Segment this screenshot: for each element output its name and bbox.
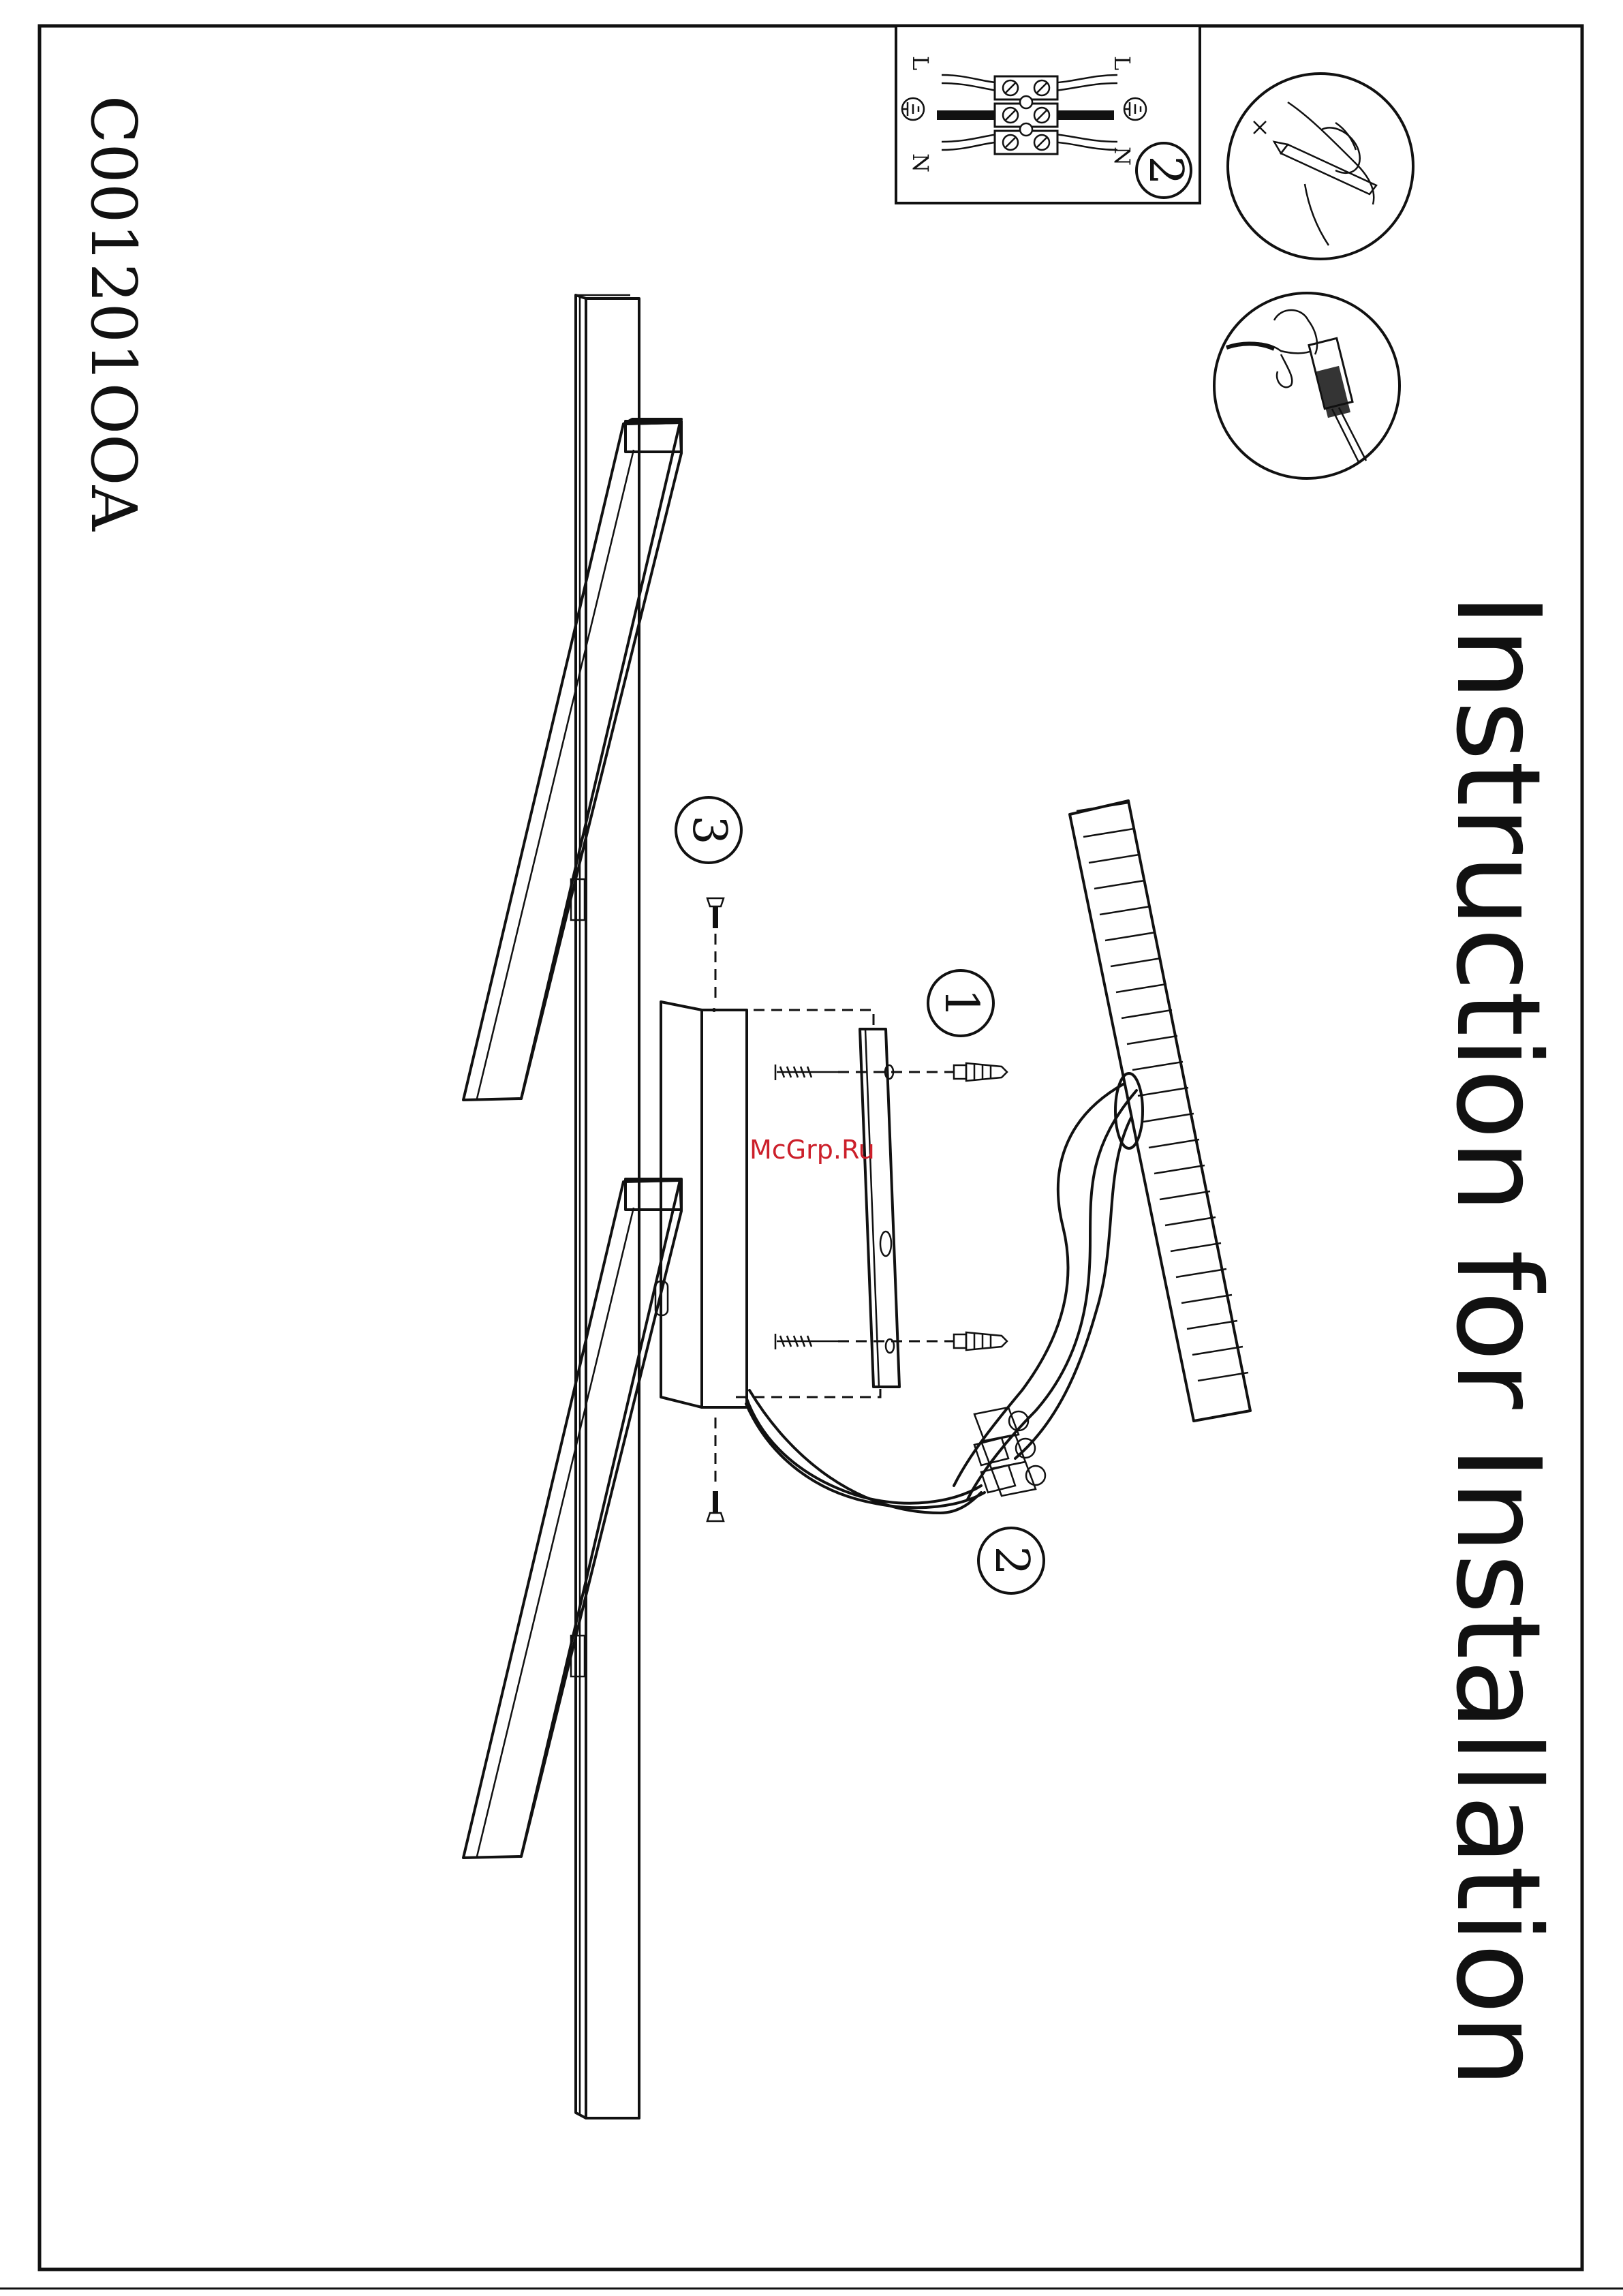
angled-light-bar-upper — [463, 419, 681, 1100]
svg-text:1: 1 — [934, 988, 988, 1017]
step-badge-1: 1 — [928, 970, 993, 1036]
lamp-canopy — [655, 1002, 747, 1407]
terminal-block-icon — [995, 76, 1057, 154]
watermark: McGrp.Ru — [749, 1135, 875, 1165]
wire-connectors — [974, 1407, 1045, 1496]
ceiling-mount-icon — [1070, 801, 1250, 1421]
angled-light-bar-lower — [463, 1179, 681, 1858]
wiring-diagram: L L N N 2 — [896, 26, 1200, 203]
canopy-screw-bottom — [707, 1491, 724, 1521]
step-badge-3: 3 — [676, 797, 741, 863]
svg-text:2: 2 — [1139, 155, 1192, 185]
page-title: Instruction for Installation — [1430, 593, 1565, 2087]
plug-safety-icon — [1214, 293, 1400, 478]
svg-text:3: 3 — [682, 815, 736, 844]
svg-text:2: 2 — [985, 1546, 1038, 1575]
wall-plugs — [954, 1063, 1007, 1350]
mounting-bracket — [860, 1029, 899, 1387]
main-light-bar — [576, 295, 639, 2118]
wire-label-neutral-left: N — [908, 153, 933, 172]
wire-label-neutral-right: N — [1109, 147, 1135, 166]
wire-label-live-left: L — [908, 56, 933, 70]
bracket-screws — [775, 1065, 838, 1349]
wire-label-live-right: L — [1109, 56, 1135, 70]
step-badge-2: 2 — [978, 1528, 1044, 1593]
canopy-screw-top — [707, 898, 724, 928]
model-code: C001201OOA — [77, 95, 150, 532]
electrician-tester-icon — [1228, 74, 1413, 259]
